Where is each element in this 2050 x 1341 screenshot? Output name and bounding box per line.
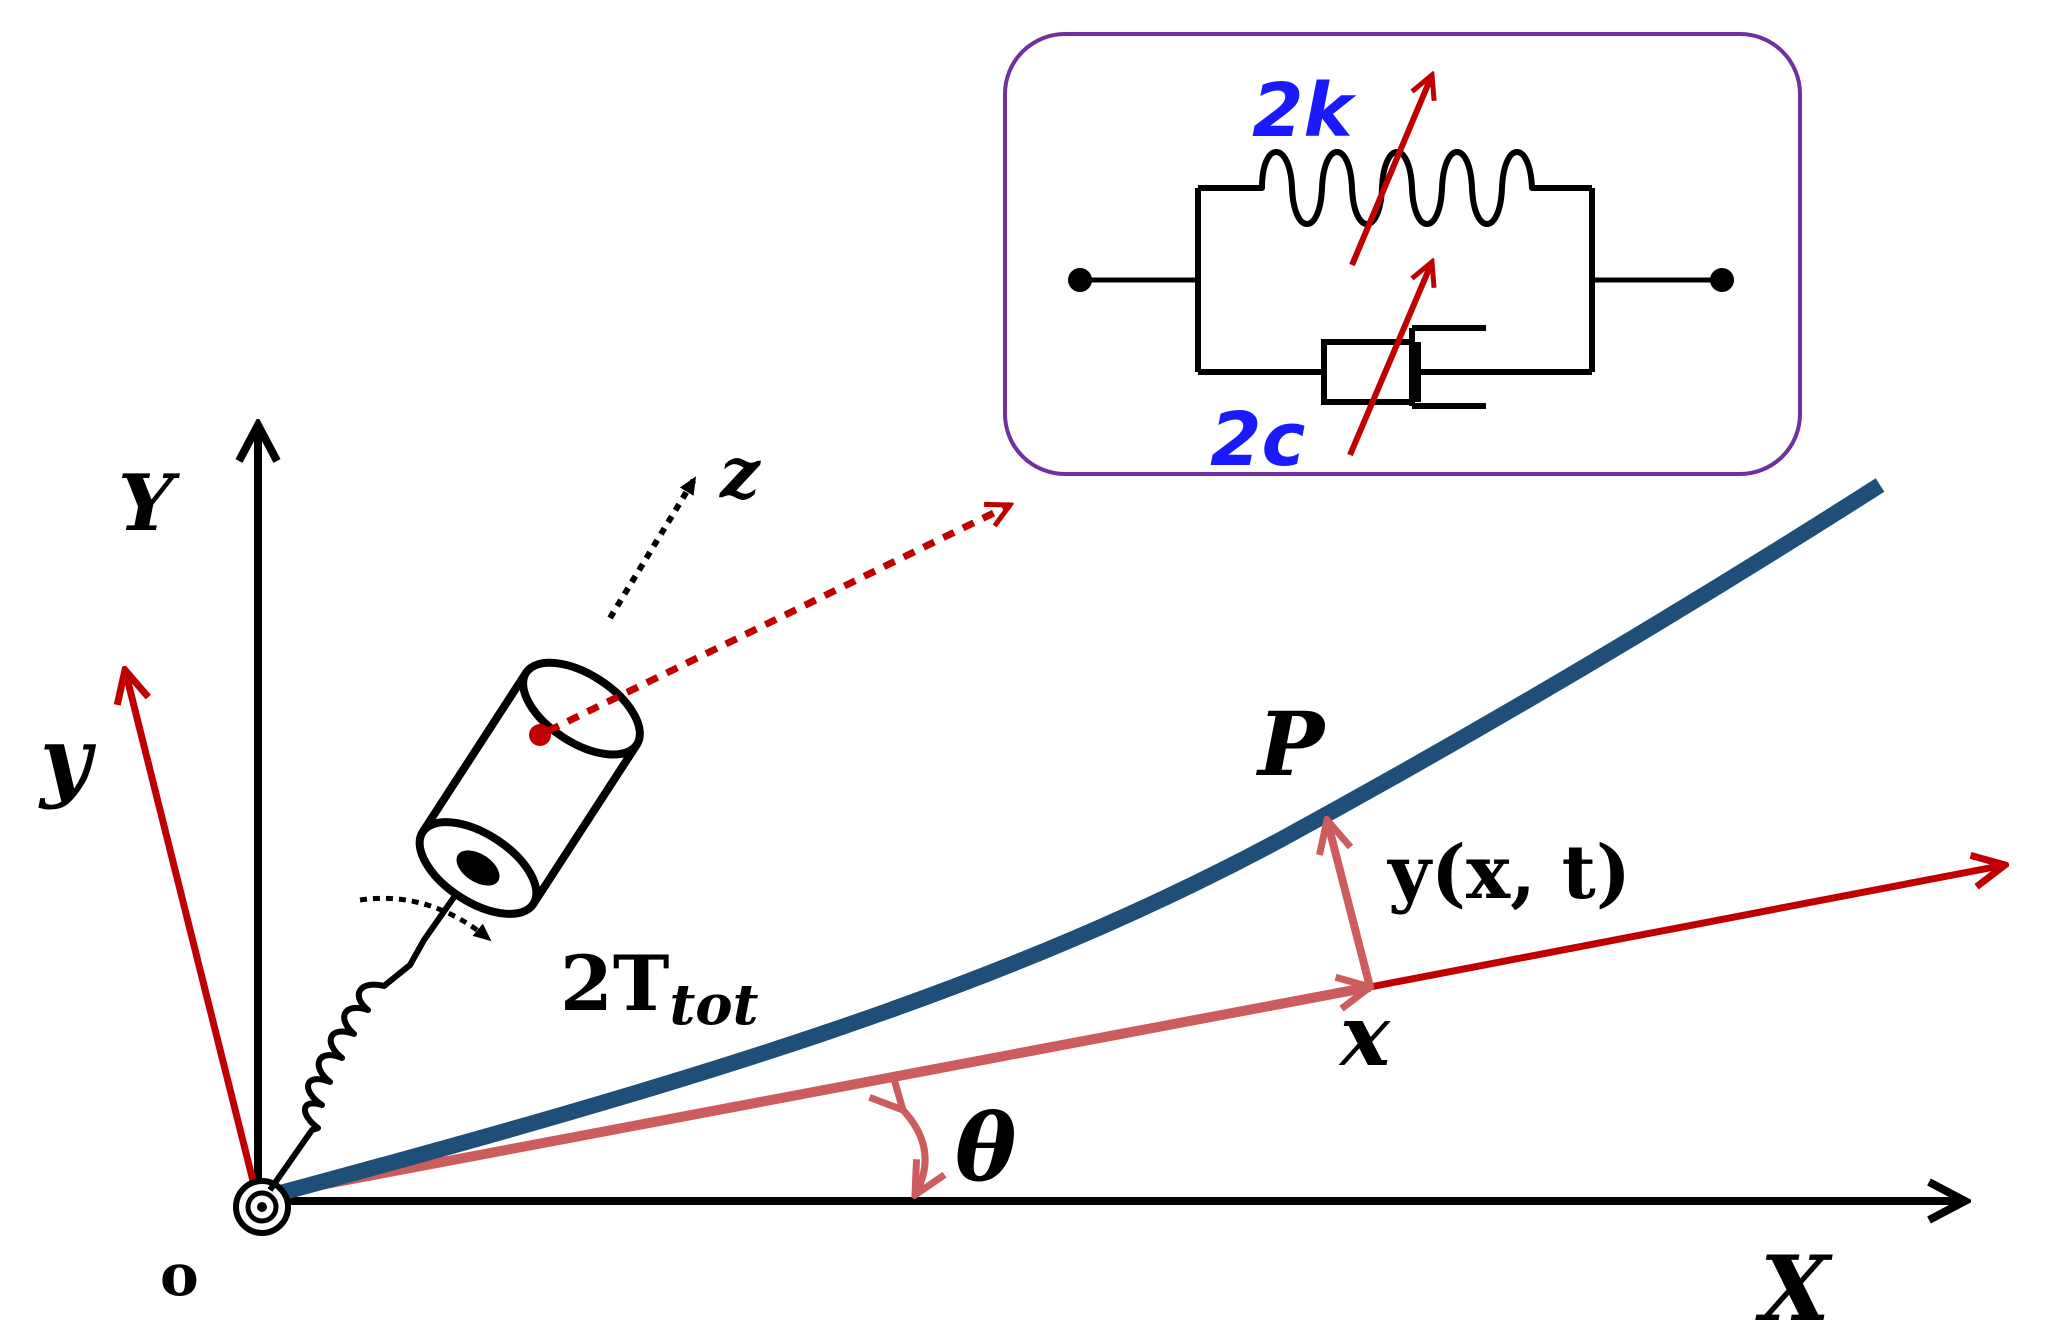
label-damping: 2c (1210, 397, 1305, 483)
label-stiffness: 2k (1252, 68, 1356, 154)
torque-arc (359, 895, 492, 942)
label-rotating-x: x (1338, 986, 1391, 1085)
label-torque-sub: tot (669, 972, 758, 1038)
cylinder-motor-icon (415, 658, 644, 918)
label-angle-theta: θ (955, 1094, 1016, 1202)
angle-arc (903, 1110, 925, 1195)
rotating-x-axis-outer (1369, 865, 2005, 991)
label-torque-coef: 2T (560, 939, 669, 1028)
flexible-beam (259, 478, 1885, 1206)
label-deflection: y(x, t) (1387, 830, 1631, 916)
deflection-arrow (1327, 820, 1374, 988)
pivot-joint-icon (233, 1178, 291, 1236)
label-axis-X: X (1755, 1236, 1833, 1341)
spring-damper-icon (1003, 32, 1802, 476)
label-torque: 2Ttot (560, 939, 759, 1038)
motor-to-inset-link (546, 505, 1010, 735)
label-origin: o (160, 1241, 199, 1309)
label-axis-Y: Y (118, 458, 180, 549)
rotating-x-axis-inner (261, 987, 1370, 1201)
motor-z-axis (607, 476, 698, 620)
torsion-spring-icon (267, 880, 468, 1192)
rotating-y-axis (125, 670, 262, 1202)
inset-border (1003, 32, 1802, 476)
label-rotating-y: y (38, 707, 97, 811)
motor-center-dot (529, 724, 551, 746)
label-axis-z: z (718, 431, 761, 514)
label-point-P: P (1255, 692, 1327, 796)
